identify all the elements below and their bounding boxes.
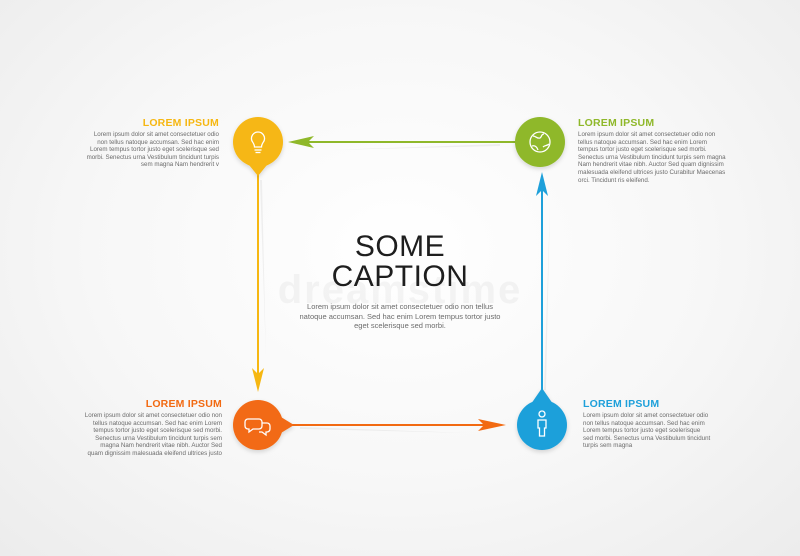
text-block-top-right: LOREM IPSUM Lorem ipsum dolor sit amet c…	[578, 117, 728, 184]
caption-title-line-2: CAPTION	[331, 260, 469, 293]
chat-bubbles-icon	[244, 418, 271, 437]
text-block-bottom-left: LOREM IPSUM Lorem ipsum dolor sit amet c…	[84, 398, 222, 458]
text-block-top-left: LOREM IPSUM Lorem ipsum dolor sit amet c…	[84, 117, 219, 169]
connector-bottom-left-to-bottom-right	[282, 419, 506, 433]
block-title: LOREM IPSUM	[578, 117, 655, 129]
block-body: Lorem ipsum dolor sit amet consectetuer …	[583, 412, 711, 450]
text-block-bottom-right: LOREM IPSUM Lorem ipsum dolor sit amet c…	[583, 398, 711, 450]
caption-title: SOME CAPTION	[300, 232, 500, 292]
caption-title-line-1: SOME	[354, 230, 446, 263]
block-title: LOREM IPSUM	[145, 398, 222, 410]
connector-top-right-to-top-left	[288, 136, 517, 150]
block-body: Lorem ipsum dolor sit amet consectetuer …	[578, 131, 726, 184]
caption-body: Lorem ipsum dolor sit amet consectetuer …	[299, 302, 501, 330]
person-icon	[537, 410, 547, 437]
block-title: LOREM IPSUM	[142, 117, 219, 129]
node-top-right	[515, 117, 565, 167]
globe-icon	[529, 131, 551, 153]
lightbulb-icon	[250, 131, 266, 154]
block-body: Lorem ipsum dolor sit amet consectetuer …	[86, 131, 219, 169]
node-bottom-right	[517, 388, 567, 450]
block-title: LOREM IPSUM	[583, 398, 660, 410]
node-bottom-left	[233, 400, 294, 450]
node-top-left	[233, 117, 283, 176]
connector-top-left-to-bottom-left	[252, 170, 266, 392]
block-body: Lorem ipsum dolor sit amet consectetuer …	[84, 412, 222, 457]
watermark: dreamstime	[277, 268, 523, 312]
connector-bottom-right-to-top-right	[536, 172, 550, 402]
